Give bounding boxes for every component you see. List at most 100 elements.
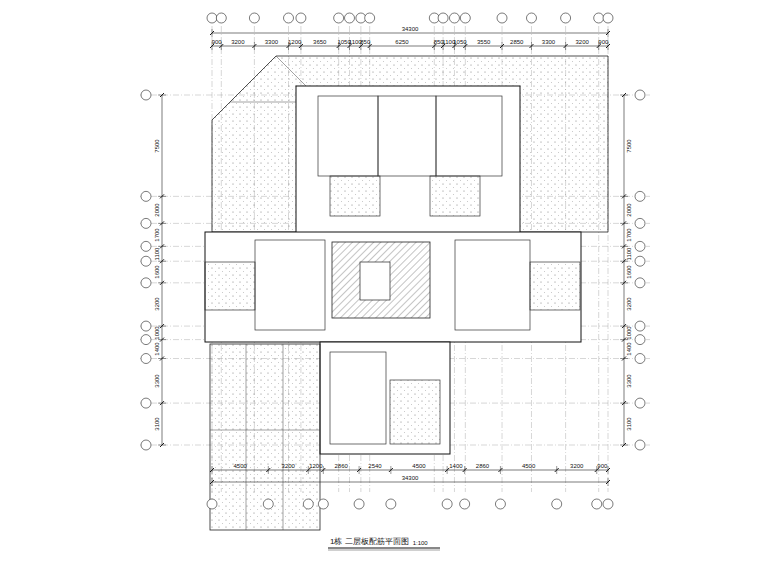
extension-line (158, 358, 166, 359)
extension-line (359, 466, 360, 474)
axis-bubble (460, 13, 470, 23)
dimension-text: 1400 (626, 342, 632, 355)
extension-line (323, 466, 324, 474)
extension-line (620, 223, 628, 224)
dimension-line (212, 46, 608, 47)
extension-line (608, 478, 609, 486)
axis-bubble (318, 499, 328, 509)
dimension-text: 1100 (154, 247, 160, 260)
extension-line (158, 403, 166, 404)
extension-line (254, 42, 255, 50)
axis-bubble (386, 499, 396, 509)
axis-bubble (442, 499, 452, 509)
extension-line (212, 29, 213, 37)
axis-bubble (438, 13, 448, 23)
dimension-line (212, 33, 608, 34)
dimension-text: 7500 (154, 139, 160, 152)
axis-bubble (635, 354, 645, 364)
dimension-text: 1100 (349, 39, 362, 45)
dimension-text: 2860 (335, 463, 348, 469)
axis-bubble (635, 191, 645, 201)
axis-bubble (263, 499, 273, 509)
room-outline (318, 96, 378, 176)
dimension-text: 1200 (309, 463, 322, 469)
dimension-text: 34300 (402, 475, 419, 481)
extension-line (212, 478, 213, 486)
axis-bubble (216, 13, 226, 23)
extension-line (447, 466, 448, 474)
dimension-text: 4500 (412, 463, 425, 469)
axis-bubble (354, 499, 364, 509)
axis-bubble (495, 499, 505, 509)
axis-bubble (141, 321, 151, 331)
dimension-text: 1600 (154, 265, 160, 278)
dimension-text: 3200 (570, 463, 583, 469)
dimension-text: 34300 (402, 26, 419, 32)
dimension-text: 900 (597, 463, 607, 469)
wall-outline (296, 86, 520, 234)
extension-line (620, 282, 628, 283)
dimension-text: 1100 (626, 247, 632, 260)
extension-line (308, 466, 309, 474)
room-outline (436, 96, 502, 176)
dimension-text: 850 (360, 39, 370, 45)
extension-line (158, 95, 166, 96)
extension-line (620, 445, 628, 446)
axis-bubble (594, 13, 604, 23)
dimension-text: 1700 (154, 228, 160, 241)
dimension-text: 1200 (288, 39, 301, 45)
dimension-text: 3550 (477, 39, 490, 45)
axis-bubble (141, 354, 151, 364)
dimension-text: 3300 (542, 39, 555, 45)
dimension-text: 3200 (575, 39, 588, 45)
room-outline (455, 240, 530, 330)
wall-outline (205, 232, 581, 342)
room-outline (255, 240, 325, 330)
dimension-text: 2860 (476, 463, 489, 469)
extension-line (531, 42, 532, 50)
dimension-text: 850 (434, 39, 444, 45)
dimension-text: 4500 (522, 463, 535, 469)
axis-bubble (635, 278, 645, 288)
dimension-text: 1600 (626, 265, 632, 278)
extension-line (556, 466, 557, 474)
extension-line (502, 42, 503, 50)
dimension-line (212, 470, 608, 471)
axis-bubble (635, 90, 645, 100)
axis-bubble (592, 499, 602, 509)
room-outline (205, 262, 255, 310)
extension-line (390, 466, 391, 474)
extension-line (158, 261, 166, 262)
dimension-text: 1700 (626, 228, 632, 241)
extension-line (565, 42, 566, 50)
wall-outline (320, 342, 450, 454)
axis-bubble (635, 241, 645, 251)
axis-bubble (141, 278, 151, 288)
dimension-text: 3300 (265, 39, 278, 45)
extension-line (620, 246, 628, 247)
extension-line (608, 29, 609, 37)
room-outline (390, 380, 440, 444)
axis-bubble (334, 13, 344, 23)
dimension-line (162, 95, 163, 445)
dimension-text: 3100 (626, 417, 632, 430)
extension-line (620, 95, 628, 96)
dimension-text: 3200 (231, 39, 244, 45)
axis-bubble (365, 13, 375, 23)
axis-bubble (449, 13, 459, 23)
dimension-line (624, 95, 625, 445)
extension-line (620, 358, 628, 359)
axis-bubble (141, 335, 151, 345)
slab-region (210, 344, 320, 530)
dimension-text: 3300 (626, 374, 632, 387)
slab-edge (210, 430, 320, 431)
axis-bubble (497, 13, 507, 23)
slab-edge (246, 344, 247, 530)
extension-line (158, 445, 166, 446)
axis-bubble (561, 13, 571, 23)
extension-line (158, 223, 166, 224)
stair-core (332, 242, 430, 318)
room-outline (430, 176, 480, 216)
dimension-text: 2000 (626, 203, 632, 216)
